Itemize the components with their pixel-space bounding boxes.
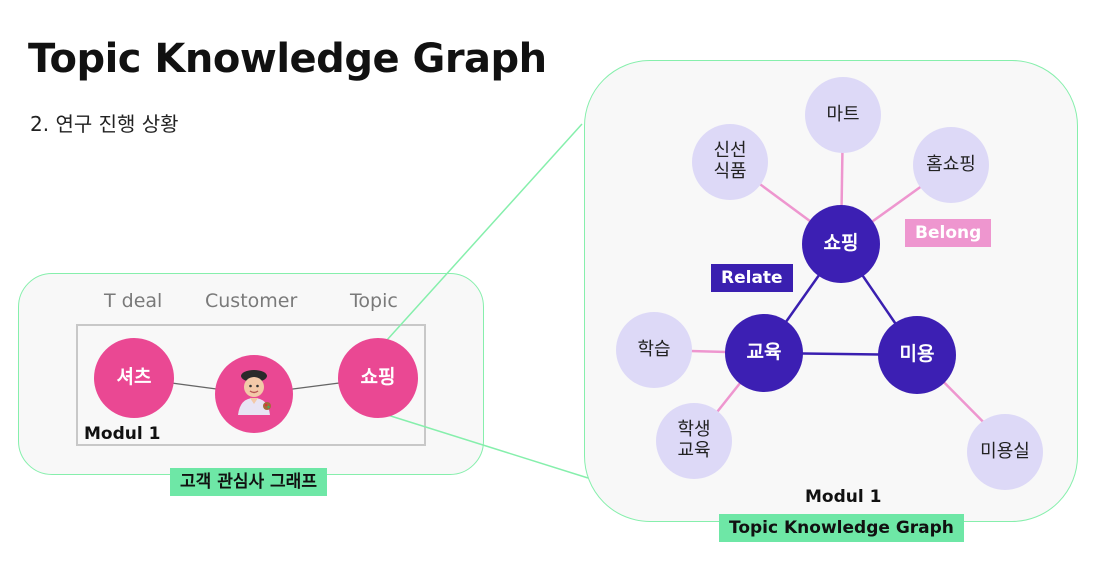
page-subtitle: 2. 연구 진행 상황 [30, 112, 179, 136]
node-beauty-salon-label: 미용실 [980, 440, 1030, 462]
node-home-shopping[interactable]: 홈쇼핑 [913, 127, 989, 203]
left-module-label: Modul 1 [84, 424, 161, 444]
node-hub-shopping[interactable]: 쇼핑 [802, 205, 880, 283]
node-learning[interactable]: 학습 [616, 312, 692, 388]
node-student-education[interactable]: 학생 교육 [656, 403, 732, 479]
node-fresh-food-label: 신선 식품 [713, 140, 747, 182]
node-student-education-label: 학생 교육 [677, 419, 711, 461]
node-beauty-salon[interactable]: 미용실 [967, 414, 1043, 490]
page-title: Topic Knowledge Graph [28, 36, 547, 82]
node-home-shopping-label: 홈쇼핑 [926, 153, 976, 175]
belong-tag: Belong [905, 219, 992, 247]
node-fresh-food[interactable]: 신선 식품 [692, 124, 768, 200]
node-customer[interactable] [215, 355, 293, 433]
node-hub-beauty-label: 미용 [899, 343, 935, 366]
node-learning-label: 학습 [637, 338, 671, 360]
node-hub-education-label: 교육 [746, 341, 782, 364]
node-topic-shopping[interactable]: 쇼핑 [338, 338, 418, 418]
node-hub-shopping-label: 쇼핑 [823, 232, 859, 255]
node-shirt-label: 셔츠 [116, 366, 152, 389]
module-box [76, 324, 426, 446]
relate-tag: Relate [711, 264, 793, 292]
column-label-topic: Topic [350, 290, 398, 312]
column-label-customer: Customer [205, 290, 298, 312]
person-artist-icon [232, 368, 276, 421]
node-mart-label: 마트 [826, 103, 860, 125]
node-shirt[interactable]: 셔츠 [94, 338, 174, 418]
node-hub-beauty[interactable]: 미용 [878, 316, 956, 394]
customer-interest-graph-caption: 고객 관심사 그래프 [170, 468, 327, 496]
topic-knowledge-graph-caption: Topic Knowledge Graph [719, 514, 964, 542]
node-topic-shopping-label: 쇼핑 [360, 366, 396, 389]
right-module-label: Modul 1 [805, 487, 882, 507]
column-label-tdeal: T deal [104, 290, 163, 312]
node-mart[interactable]: 마트 [805, 77, 881, 153]
node-hub-education[interactable]: 교육 [725, 314, 803, 392]
